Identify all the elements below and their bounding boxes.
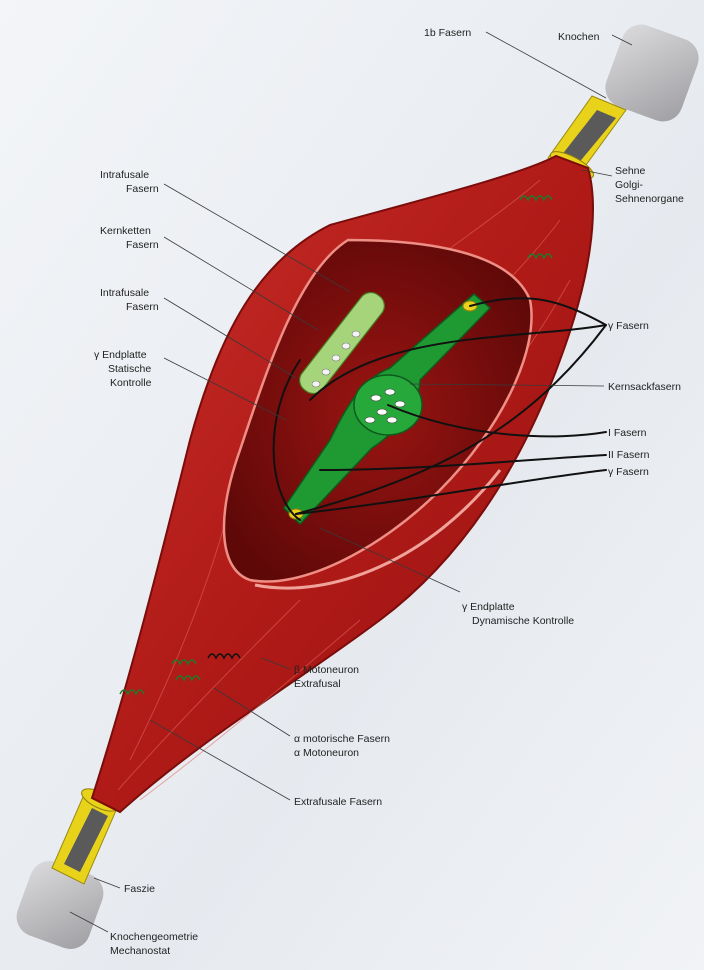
label-ii-fasern: II Fasern: [608, 449, 650, 461]
label-intrafusale-top-fasern: Fasern: [126, 183, 159, 195]
label-gamma-fasern-bottom: γ Fasern: [608, 466, 649, 478]
label-intrafusale-mid-fasern: Fasern: [126, 301, 159, 313]
label-beta-motoneuron: β Motoneuron: [294, 664, 359, 676]
label-extrafusale-fasern: Extrafusale Fasern: [294, 796, 382, 808]
label-gamma-fasern-top: γ Fasern: [608, 320, 649, 332]
label-endplatte-dynamic: γ Endplatte: [462, 601, 515, 613]
label-i-fasern: I Fasern: [608, 427, 647, 439]
label-sehnenorgane: Sehnenorgane: [615, 193, 684, 205]
label-faszie: Faszie: [124, 883, 155, 895]
label-dynamische-kontrolle: Dynamische Kontrolle: [472, 615, 574, 627]
label-kernketten-fasern: Fasern: [126, 239, 159, 251]
label-statische: Statische: [108, 363, 151, 375]
label-alpha-motoneuron: α Motoneuron: [294, 747, 359, 759]
label-sehne: Sehne: [615, 165, 646, 177]
label-intrafusale-mid: Intrafusale: [100, 287, 149, 299]
label-kernketten: Kernketten: [100, 225, 151, 237]
label-extrafusal: Extrafusal: [294, 678, 341, 690]
label-golgi: Golgi-: [615, 179, 644, 191]
label-knochengeometrie: Knochengeometrie: [110, 931, 198, 943]
label-alpha-motorische: α motorische Fasern: [294, 733, 390, 745]
label-kontrolle: Kontrolle: [110, 377, 152, 389]
label-intrafusale-top: Intrafusale: [100, 169, 149, 181]
label-1b-fasern: 1b Fasern: [424, 27, 471, 39]
label-kernsackfasern: Kernsackfasern: [608, 381, 681, 393]
label-endplatte-static: γ Endplatte: [94, 349, 147, 361]
label-knochen: Knochen: [558, 31, 600, 43]
label-mechanostat: Mechanostat: [110, 945, 170, 957]
